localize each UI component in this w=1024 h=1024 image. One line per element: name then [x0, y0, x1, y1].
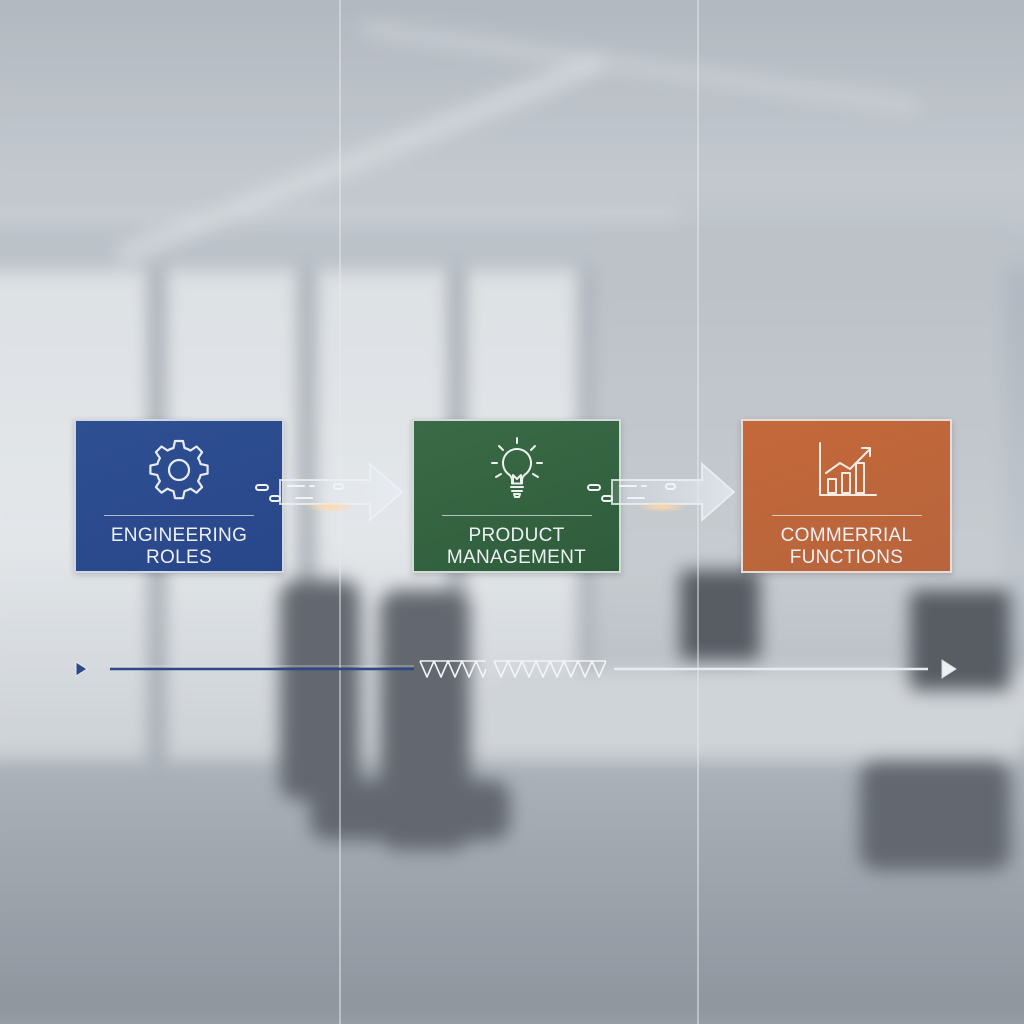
flow-arrow-1: [255, 461, 404, 523]
timeline-pattern: [419, 660, 607, 678]
commercial-functions-node: Commerrial Functions: [741, 419, 952, 573]
node-label: Product Management: [447, 525, 586, 569]
node-label-line-2: Functions: [789, 547, 904, 568]
timeline-start-icon: [75, 661, 88, 677]
node-label-line-1: Engineering: [110, 525, 248, 546]
node-label-line-1: Product: [468, 525, 565, 546]
timeline-end-icon: [941, 659, 957, 679]
progress-timeline: [75, 659, 957, 679]
node-label-line-2: Roles: [146, 547, 212, 568]
node-label: Engineering Roles: [111, 525, 247, 569]
product-management-node: Product Management: [412, 419, 621, 573]
node-label: Commerrial Functions: [781, 525, 913, 569]
node-divider: [104, 515, 254, 516]
node-divider: [441, 515, 592, 516]
lightbulb-icon: [490, 437, 543, 498]
flow-arrow-2: [587, 461, 736, 523]
bar-chart-growth-icon: [818, 442, 877, 496]
node-label-line-1: Commerrial: [780, 525, 913, 546]
node-divider: [771, 515, 922, 516]
engineering-roles-node: Engineering Roles: [74, 419, 284, 573]
gear-icon: [149, 439, 209, 500]
node-label-line-2: Management: [446, 547, 587, 568]
